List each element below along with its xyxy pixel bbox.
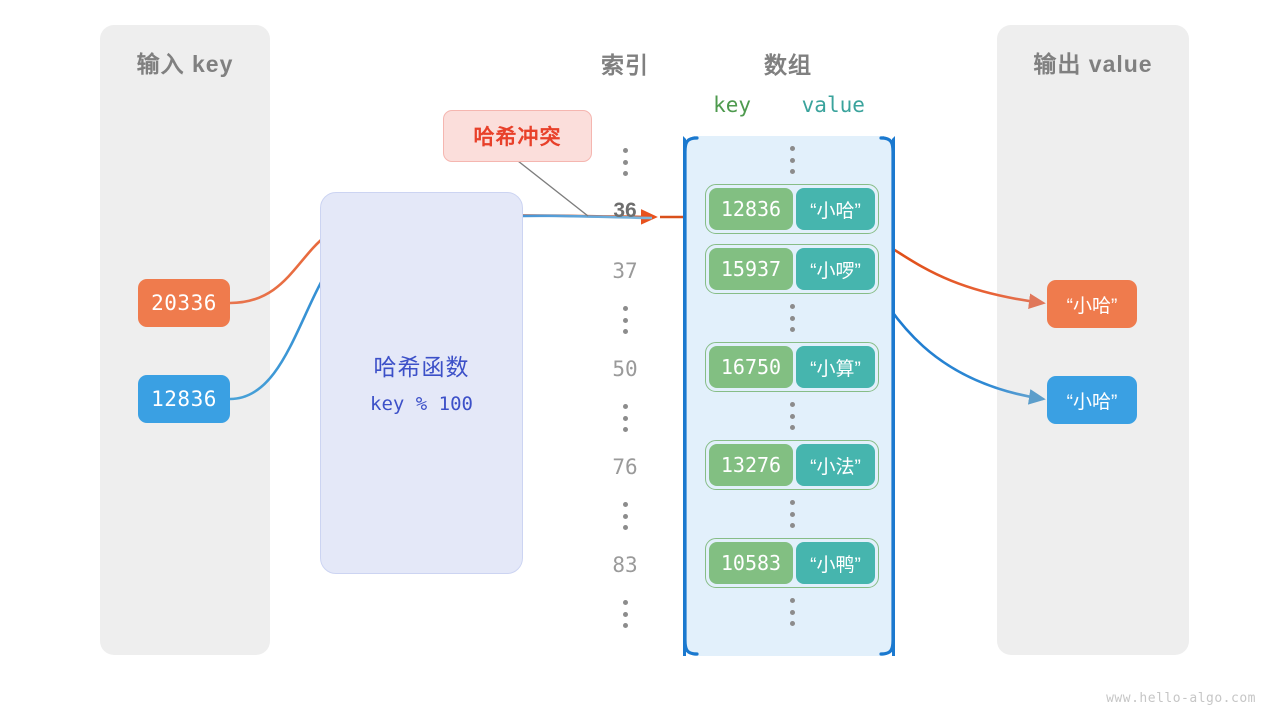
entry-key-83: 10583 (709, 542, 793, 584)
output-panel: 输出 value (997, 25, 1189, 655)
entry-value-37: “小啰” (796, 248, 875, 290)
index-ellipsis (622, 404, 628, 432)
index-ellipsis (622, 306, 628, 334)
array-entry-76[interactable]: 13276“小法” (705, 440, 879, 490)
index-ellipsis (622, 148, 628, 176)
array-ellipsis (789, 402, 795, 430)
array-entry-83[interactable]: 10583“小鸭” (705, 538, 879, 588)
input-key-chip-0[interactable]: 20336 (138, 279, 230, 327)
entry-key-76: 13276 (709, 444, 793, 486)
array-entry-37[interactable]: 15937“小啰” (705, 244, 879, 294)
entry-value-83: “小鸭” (796, 542, 875, 584)
index-column: 36 37 50 76 83 (580, 138, 670, 658)
output-value-chip-0-label: “小哈” (1066, 295, 1118, 317)
input-panel-title: 输入 key (136, 51, 234, 77)
index-label-36: 36 (613, 199, 637, 222)
array-column-header: 数组 (764, 52, 812, 78)
value-header-label: value (801, 93, 865, 117)
hash-function-expression: key % 100 (370, 393, 473, 415)
array-ellipsis (789, 304, 795, 332)
index-label-83: 83 (612, 553, 638, 577)
index-ellipsis (622, 600, 628, 628)
index-label-37: 37 (612, 259, 638, 283)
index-label-76: 76 (612, 455, 638, 479)
collision-callout: 哈希冲突 (443, 110, 592, 162)
output-value-chip-0[interactable]: “小哈” (1047, 280, 1137, 328)
input-key-chip-1-label: 12836 (151, 387, 217, 411)
entry-value-76: “小法” (796, 444, 875, 486)
entry-value-36: “小哈” (796, 188, 875, 230)
index-ellipsis (622, 502, 628, 530)
output-panel-title: 输出 value (1033, 51, 1153, 77)
array-entry-36[interactable]: 12836“小哈” (705, 184, 879, 234)
output-value-chip-1-label: “小哈” (1066, 391, 1118, 413)
input-panel: 输入 key (100, 25, 270, 655)
key-value-header: key value (683, 93, 895, 117)
index-label-50: 50 (612, 357, 638, 381)
hash-function-box: 哈希函数 key % 100 (320, 192, 523, 574)
output-value-chip-1[interactable]: “小哈” (1047, 376, 1137, 424)
collision-callout-label: 哈希冲突 (473, 126, 562, 149)
hash-function-title: 哈希函数 (373, 354, 470, 380)
entry-key-50: 16750 (709, 346, 793, 388)
array-ellipsis (789, 598, 795, 626)
array-ellipsis (789, 146, 795, 174)
input-key-chip-1[interactable]: 12836 (138, 375, 230, 423)
collision-leader-line (517, 160, 589, 217)
key-header-label: key (713, 93, 752, 117)
entry-value-50: “小算” (796, 346, 875, 388)
index-column-header: 索引 (601, 52, 649, 78)
array-container: 12836“小哈”15937“小啰”16750“小算”13276“小法”1058… (683, 136, 895, 656)
array-entry-50[interactable]: 16750“小算” (705, 342, 879, 392)
array-ellipsis (789, 500, 795, 528)
entry-key-36: 12836 (709, 188, 793, 230)
watermark: www.hello-algo.com (1106, 691, 1256, 706)
entry-key-37: 15937 (709, 248, 793, 290)
input-key-chip-0-label: 20336 (151, 291, 217, 315)
